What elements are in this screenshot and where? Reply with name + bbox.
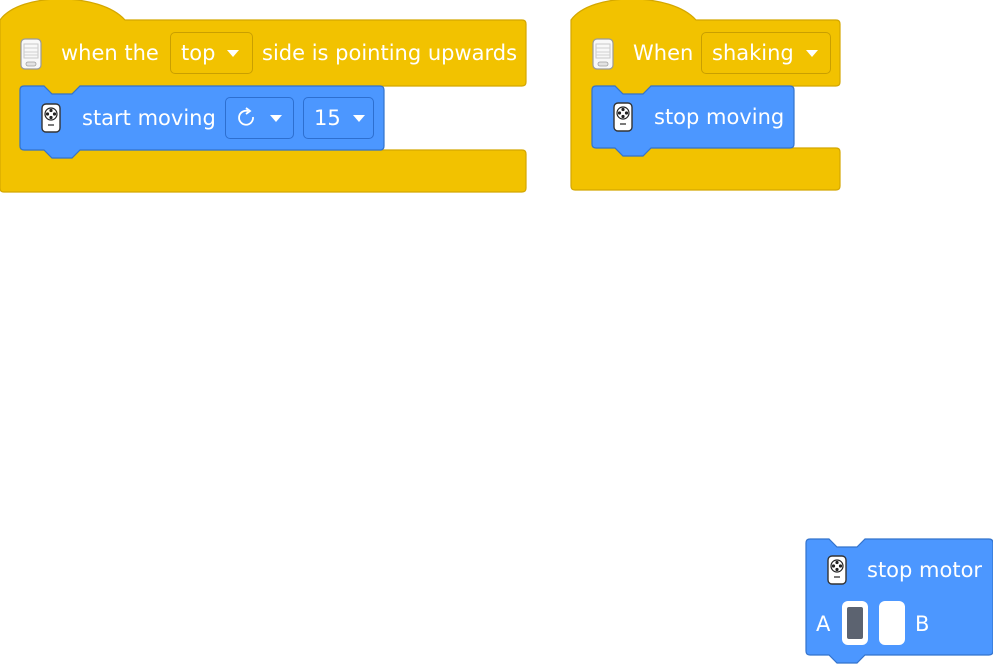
start-moving-text: start moving [82, 106, 216, 130]
direction-dropdown[interactable] [225, 97, 294, 139]
motor-icon [827, 555, 847, 585]
chevron-down-icon [352, 114, 365, 122]
motor-icon [41, 103, 61, 133]
hat-suffix-text: side is pointing upwards [262, 41, 518, 65]
speed-dropdown[interactable]: 15 [303, 97, 374, 139]
tilt-sensor-icon [20, 38, 42, 70]
motion-block-shape[interactable] [0, 0, 400, 170]
port-a-toggle[interactable] [842, 601, 868, 645]
port-a-label: A [816, 612, 831, 636]
hat-prefix-text: when the [61, 41, 159, 65]
hat-prefix-text: When [633, 41, 694, 65]
port-b-toggle[interactable] [879, 601, 905, 645]
motor-icon [613, 102, 633, 132]
side-dropdown-value: top [181, 41, 216, 65]
chevron-down-icon [270, 114, 282, 122]
side-dropdown[interactable]: top [170, 32, 253, 74]
gesture-dropdown[interactable]: shaking [701, 32, 831, 74]
motion-block-shape[interactable] [571, 0, 811, 170]
port-b-label: B [915, 612, 930, 636]
chevron-down-icon [227, 49, 240, 57]
gesture-dropdown-value: shaking [712, 41, 794, 65]
chevron-down-icon [805, 49, 818, 57]
stop-motor-text: stop motor [867, 558, 983, 582]
speed-dropdown-value: 15 [314, 106, 341, 130]
port-a-selected-fill [847, 607, 863, 639]
tilt-sensor-icon [592, 38, 614, 70]
rotate-clockwise-icon [238, 107, 254, 126]
stop-moving-text: stop moving [654, 105, 785, 129]
